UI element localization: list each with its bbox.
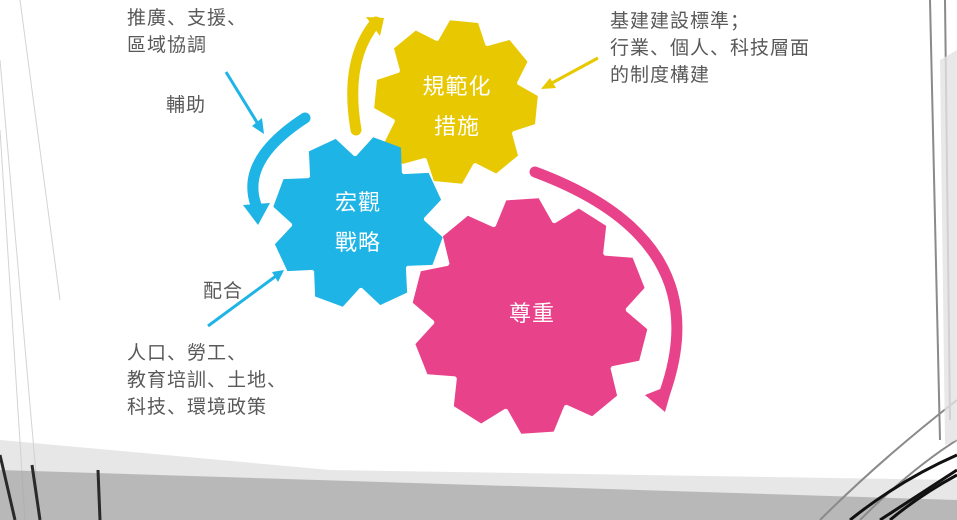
regulatory-pointer-arrow: [541, 56, 599, 89]
assist-label: 輔助: [166, 94, 207, 116]
respect-gear-teeth: [412, 198, 648, 434]
regulatory-gear-teeth: [374, 20, 538, 184]
pink-curved-arrow: [529, 166, 683, 412]
top-left-line2: 區域協調: [127, 34, 208, 56]
macro-gear: [273, 137, 443, 307]
top-left-label: 推廣、支援、 區域協調: [127, 5, 247, 59]
macro-gear-line2: 戰略: [334, 231, 381, 256]
macro-gear-teeth: [273, 137, 443, 307]
cooperate-label: 配合: [203, 280, 244, 302]
regulatory-gear-line1: 規範化: [422, 75, 492, 100]
top-right-line2: 行業、個人、科技層面: [610, 37, 811, 59]
macro-gear-line1: 宏觀: [334, 191, 381, 216]
macro-gear-label: 宏觀 戰略: [318, 184, 398, 264]
top-left-line1: 推廣、支援、: [127, 7, 248, 29]
respect-gear-label: 尊重: [492, 295, 572, 335]
top-right-line1: 基建建設標準；: [610, 10, 751, 32]
regulatory-gear-label: 規範化 措施: [412, 68, 502, 148]
bottom-left-label: 人口、勞工、 教育培訓、土地、 科技、環境政策: [127, 340, 287, 421]
respect-gear-line1: 尊重: [508, 302, 555, 327]
top-right-label: 基建建設標準； 行業、個人、科技層面 的制度構建: [610, 8, 810, 89]
regulatory-gear-line2: 措施: [433, 115, 480, 140]
bottom-left-line2: 教育培訓、土地、: [127, 369, 288, 391]
regulatory-gear: [374, 20, 538, 184]
assist-arrow: [224, 71, 264, 134]
bottom-left-line1: 人口、勞工、: [127, 342, 248, 364]
yellow-curved-arrow: [347, 16, 384, 136]
blue-curved-arrow: [243, 112, 311, 225]
cooperate-arrow: [207, 270, 284, 328]
bottom-left-line3: 科技、環境政策: [127, 396, 268, 418]
respect-gear: [412, 198, 648, 434]
top-right-line3: 的制度構建: [610, 64, 711, 86]
